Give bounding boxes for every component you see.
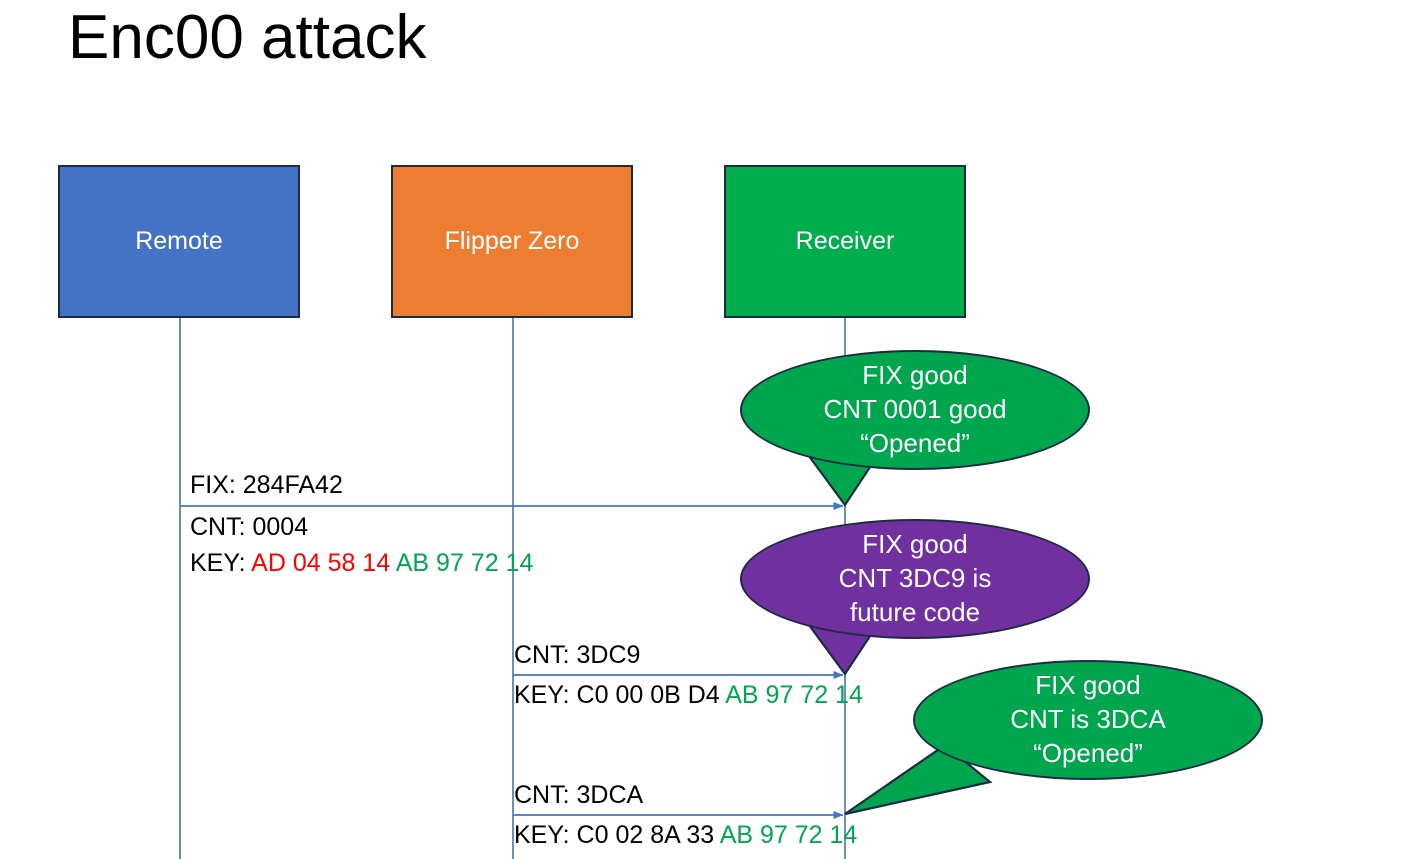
message-1-key-green: AB 97 72 14	[395, 548, 534, 577]
actor-label-remote: Remote	[135, 227, 223, 255]
message-1-key-text: KEY: AD 04 58 14 AB 97 72 14	[190, 549, 533, 578]
message-3-cnt-text: CNT: 3DCA	[514, 781, 644, 809]
message-1-key-red: AD 04 58 14	[251, 548, 391, 577]
speech-bubble-1-line-1: FIX good	[862, 360, 968, 391]
actor-label-flipper-zero: Flipper Zero	[444, 227, 580, 255]
message-2-label-above: CNT: 3DC9	[514, 641, 640, 670]
speech-bubble-1-line-2: CNT 0001 good	[823, 394, 1007, 425]
message-1-label-above: FIX: 284FA42	[190, 471, 343, 500]
speech-bubble-3-line-2: CNT is 3DCA	[1010, 704, 1166, 735]
actor-label-receiver: Receiver	[795, 227, 895, 255]
actor-box-remote[interactable]: Remote	[58, 165, 300, 318]
message-3-key-prefix: KEY: C0 02 8A 33	[514, 821, 720, 849]
message-1-cnt-text: CNT: 0004	[190, 513, 309, 541]
message-3-label-below: KEY: C0 02 8A 33 AB 97 72 14	[514, 821, 857, 850]
speech-bubble-3-line-1: FIX good	[1035, 670, 1141, 701]
speech-bubble-1[interactable]: FIX good CNT 0001 good “Opened”	[740, 350, 1090, 470]
speech-bubble-2-line-2: CNT 3DC9 is	[838, 563, 992, 594]
message-3-key-green: AB 97 72 14	[719, 821, 858, 849]
message-2-key-prefix: KEY: C0 00 0B D4	[514, 681, 726, 709]
message-2-key-green: AB 97 72 14	[725, 681, 863, 709]
speech-bubble-2[interactable]: FIX good CNT 3DC9 is future code	[740, 519, 1090, 639]
speech-bubble-2-line-3: future code	[849, 596, 981, 627]
actor-box-flipper-zero[interactable]: Flipper Zero	[391, 165, 633, 318]
page-title: Enc00 attack	[68, 3, 427, 72]
actor-box-receiver[interactable]: Receiver	[724, 165, 966, 318]
speech-bubble-3-line-3: “Opened”	[1033, 737, 1143, 768]
speech-bubble-3[interactable]: FIX good CNT is 3DCA “Opened”	[913, 660, 1263, 780]
message-1-fix-text: FIX: 284FA42	[190, 471, 343, 499]
speech-bubble-2-line-1: FIX good	[862, 529, 968, 560]
message-2-label-below: KEY: C0 00 0B D4 AB 97 72 14	[514, 681, 863, 710]
message-2-cnt-text: CNT: 3DC9	[514, 641, 641, 669]
message-3-label-above: CNT: 3DCA	[514, 781, 643, 810]
message-1-key-prefix: KEY:	[190, 548, 252, 577]
speech-bubble-1-line-3: “Opened”	[860, 427, 970, 458]
message-1-label-below: CNT: 0004 KEY: AD 04 58 14 AB 97 72 14	[190, 513, 533, 578]
